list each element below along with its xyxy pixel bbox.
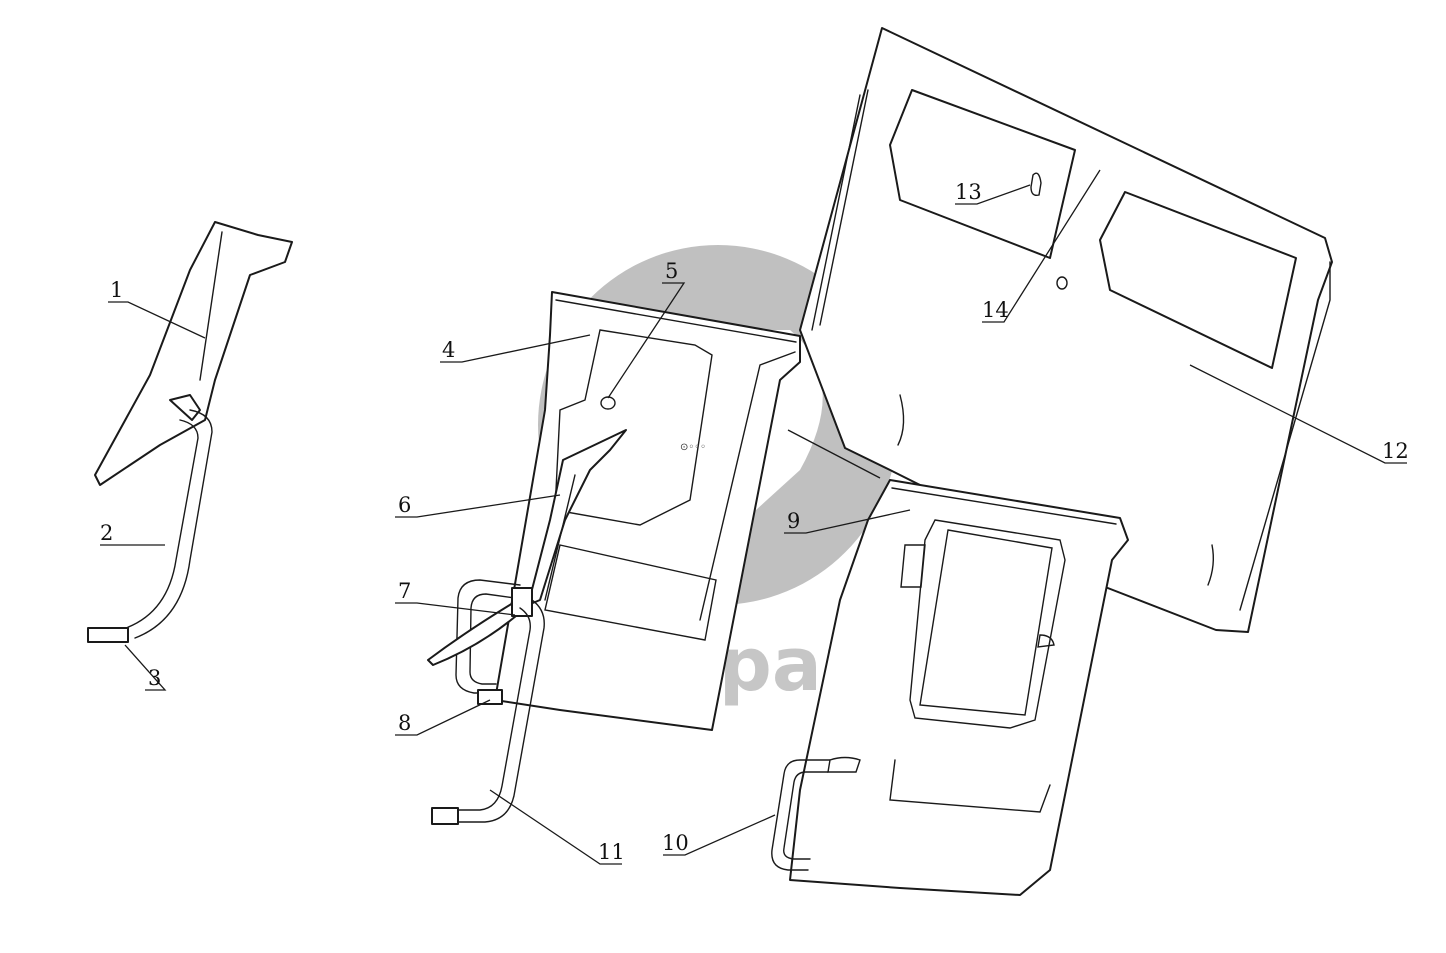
part-12-back-wall-panel	[799, 27, 1333, 633]
callout-2: 2	[100, 521, 113, 545]
leader-8	[395, 699, 491, 736]
callout-4: 4	[442, 338, 455, 362]
leader-7	[395, 602, 516, 616]
leader-9-extension	[787, 429, 881, 479]
callout-12: 12	[1382, 439, 1409, 463]
leader-3	[124, 644, 167, 691]
part-11-long-handle	[431, 599, 545, 825]
leader-9	[784, 509, 911, 534]
leader-lines	[100, 169, 1407, 865]
leader-6	[395, 494, 561, 518]
part-4-side-wall-panel: ⊙◦◦◦	[494, 291, 801, 731]
leader-1	[108, 301, 206, 339]
callout-9: 9	[787, 509, 800, 533]
callout-6: 6	[398, 493, 411, 517]
part-1-pillar-trim	[94, 221, 293, 486]
leader-5	[607, 282, 686, 399]
leader-14	[982, 169, 1101, 323]
leader-13	[955, 184, 1031, 205]
leader-11	[489, 789, 622, 865]
callout-8: 8	[398, 711, 411, 735]
leader-10	[663, 814, 776, 856]
callout-11: 11	[598, 840, 625, 864]
svg-text:⊙◦◦◦: ⊙◦◦◦	[680, 442, 706, 453]
callout-13: 13	[955, 180, 982, 204]
callout-1: 1	[110, 278, 123, 302]
leader-12	[1189, 364, 1407, 464]
leader-4	[440, 334, 591, 363]
part-8-bracket	[477, 689, 503, 705]
part-6-seatbelt-strip	[527, 429, 627, 606]
part-10-door-handle	[771, 759, 831, 871]
part-2-grab-handle	[87, 394, 213, 643]
callout-14: 14	[982, 298, 1009, 322]
callout-10: 10	[662, 831, 689, 855]
callout-labels: 1 2 3 4 5 6 7 8 9 10 11 12 13 14	[100, 180, 1409, 864]
callout-5: 5	[665, 259, 678, 283]
part-9-door-panel	[789, 479, 1129, 896]
callout-7: 7	[398, 579, 411, 603]
callout-3: 3	[148, 666, 161, 690]
part-7-handle-loop	[427, 579, 533, 694]
